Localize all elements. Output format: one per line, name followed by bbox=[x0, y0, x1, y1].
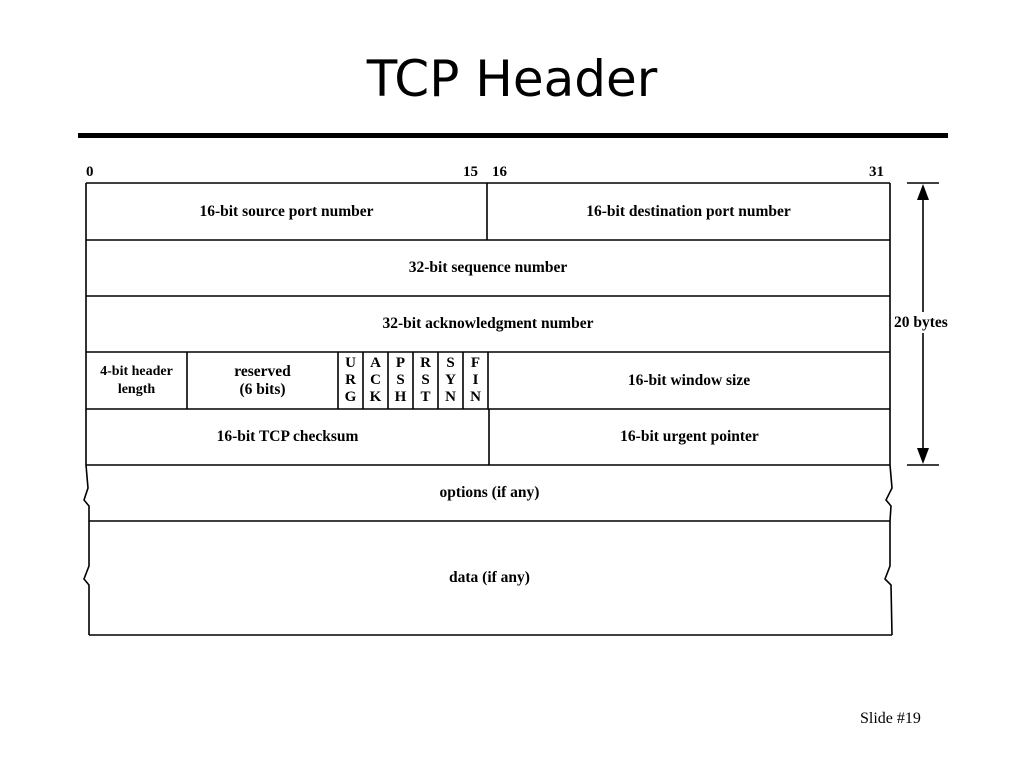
flag-psh: P S H bbox=[394, 355, 407, 405]
field-checksum: 16-bit TCP checksum bbox=[216, 428, 359, 445]
field-source-port: 16-bit source port number bbox=[199, 202, 374, 220]
flag-fin: F I N bbox=[470, 355, 481, 405]
field-destination-port: 16-bit destination port number bbox=[586, 202, 791, 220]
flag-rst: R S T bbox=[420, 355, 431, 405]
field-sequence-number: 32-bit sequence number bbox=[408, 259, 568, 276]
slide-title: TCP Header bbox=[366, 50, 658, 108]
bit-label-15: 15 bbox=[463, 164, 478, 180]
field-header-length: 4-bit header length bbox=[100, 363, 173, 397]
slide-number: Slide #19 bbox=[860, 710, 921, 727]
field-ack-number: 32-bit acknowledgment number bbox=[382, 315, 594, 332]
field-data: data (if any) bbox=[449, 569, 530, 586]
size-arrow bbox=[907, 182, 939, 466]
flag-ack: A C K bbox=[369, 355, 382, 405]
field-window-size: 16-bit window size bbox=[627, 371, 751, 389]
header-size-label: 20 bytes bbox=[894, 314, 948, 331]
flag-urg: U R G bbox=[344, 355, 357, 405]
field-reserved: reserved (6 bits) bbox=[234, 362, 291, 398]
bit-label-0: 0 bbox=[86, 164, 94, 180]
bit-label-16: 16 bbox=[492, 164, 507, 180]
field-options: options (if any) bbox=[439, 484, 540, 501]
flag-syn: S Y N bbox=[445, 355, 456, 405]
bit-label-31: 31 bbox=[869, 164, 884, 180]
field-urgent-pointer: 16-bit urgent pointer bbox=[620, 428, 759, 445]
title-underline bbox=[78, 133, 948, 138]
